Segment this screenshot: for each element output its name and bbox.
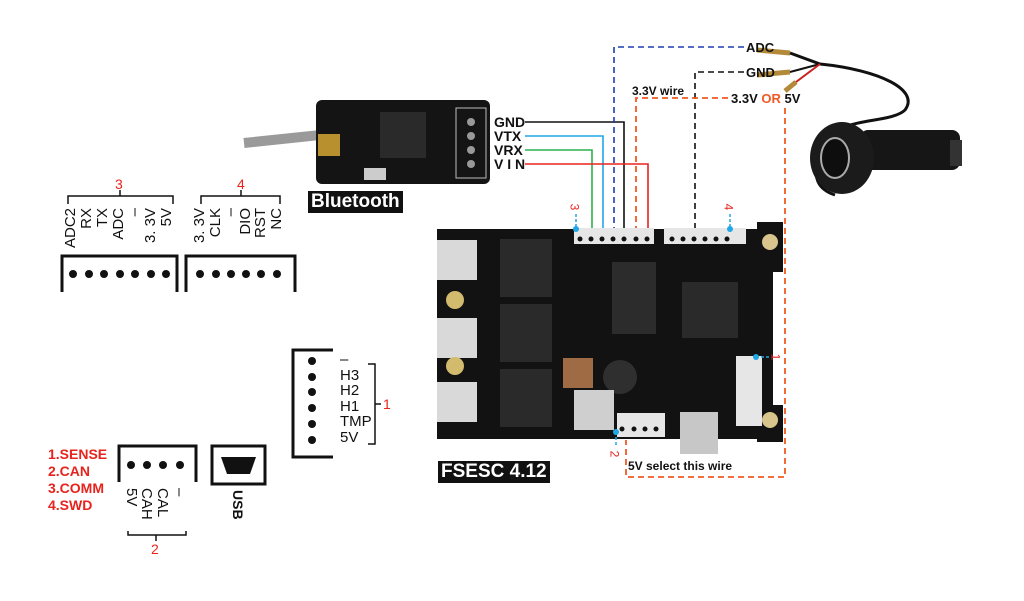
throttle-adc-label: ADC (746, 40, 775, 55)
connector-1-pins (308, 357, 316, 444)
connector-3-housing (60, 254, 179, 292)
board-callout-4: 4 (721, 203, 736, 211)
usb-label: USB (230, 490, 246, 520)
legend-item-sense: 1.SENSE (48, 446, 108, 462)
connector-3-pins (69, 270, 170, 278)
connector-2-pin-gnd: – (171, 488, 188, 497)
bluetooth-pin-gnd: GND (494, 114, 526, 130)
connector-4-pin-3v3: 3. 3V (191, 208, 208, 244)
connector-4-pin-gnd: – (222, 208, 239, 217)
board-title: FSESC 4.12 (438, 461, 550, 483)
connector-3-bracket (67, 190, 174, 204)
throttle-grip (810, 122, 962, 194)
connector-4-pin-clk: CLK (207, 208, 224, 238)
throttle-adc-wire (613, 46, 744, 240)
throttle-power-wire (625, 97, 786, 478)
connector-1-number: 1 (383, 396, 391, 412)
connector-2-bracket (127, 531, 187, 541)
bluetooth-module (243, 100, 490, 184)
connector-3-number: 3 (115, 176, 123, 192)
connector-2-pin-5v: 5V (123, 488, 140, 507)
connector-1-pin-h2: H2 (340, 382, 360, 400)
connector-4-pins (196, 270, 281, 278)
connector-1-pin-tmp: TMP (340, 413, 372, 431)
connector-4-bracket (200, 190, 281, 204)
legend-item-comm: 3.COMM (48, 480, 104, 496)
connector-4-pin-rst: RST (252, 208, 269, 238)
connector-4-housing (184, 254, 297, 292)
bluetooth-pin-vin: V I N (494, 156, 526, 172)
connector-4-pin-nc: NC (268, 208, 285, 230)
connector-1-pin-h3: H3 (340, 366, 360, 384)
connector-4-number: 4 (237, 176, 245, 192)
power-5v: 5V (784, 91, 801, 106)
board-callout-3: 3 (567, 203, 582, 211)
connector-legend: 1.SENSE 2.CAN 3.COMM 4.SWD (48, 446, 107, 514)
connector-1-pin-h1: H1 (340, 397, 360, 415)
connector-1-labels: – H3 H2 H1 TMP 5V (340, 352, 372, 446)
board-callout-1: 1 (768, 353, 783, 361)
throttle-power-label: 3.3V OR 5V (731, 91, 800, 106)
throttle-gnd-wire (694, 71, 744, 240)
bluetooth-pin-vtx: VTX (494, 128, 522, 144)
connector-3-pin-adc2: ADC2 (62, 208, 79, 249)
5v-select-note: 5V select this wire (628, 459, 733, 473)
legend-item-swd: 4.SWD (48, 497, 93, 513)
connector-4-pin-dio: DIO (237, 208, 254, 235)
bluetooth-title: Bluetooth (308, 191, 403, 213)
connector-2-housing (117, 444, 198, 482)
connector-3-pin-rx: RX (78, 208, 95, 229)
usb-port (210, 444, 267, 486)
power-or: OR (761, 91, 781, 106)
esc-board (437, 222, 783, 454)
connector-2-pins (127, 461, 184, 469)
connector-3-pin-gnd: – (126, 208, 143, 217)
connector-2-pin-cah: CAH (138, 488, 155, 520)
connector-3-pin-adc: ADC (110, 208, 127, 240)
connector-3-pin-tx: TX (94, 208, 111, 228)
connector-3-pin-3v3: 3. 3V (142, 208, 159, 244)
connector-2-pin-cal: CAL (154, 488, 171, 518)
board-callout-2: 2 (607, 450, 622, 458)
connector-1-housing (291, 348, 333, 459)
connector-3-pin-5v: 5V (158, 208, 175, 227)
bluetooth-pin-vrx: VRX (494, 142, 523, 158)
connector-1-pin-5v: 5V (340, 428, 359, 446)
connector-2-number: 2 (151, 541, 159, 557)
wire-33v-label: 3.3V wire (632, 84, 685, 98)
legend-item-can: 2.CAN (48, 463, 91, 479)
throttle-gnd-label: GND (746, 65, 775, 80)
bluetooth-wires (525, 121, 649, 240)
power-33v: 3.3V (731, 91, 758, 106)
connector-1-pin-gnd: – (340, 351, 349, 368)
board-connector-pins (577, 236, 730, 432)
connector-1-bracket (368, 363, 381, 445)
